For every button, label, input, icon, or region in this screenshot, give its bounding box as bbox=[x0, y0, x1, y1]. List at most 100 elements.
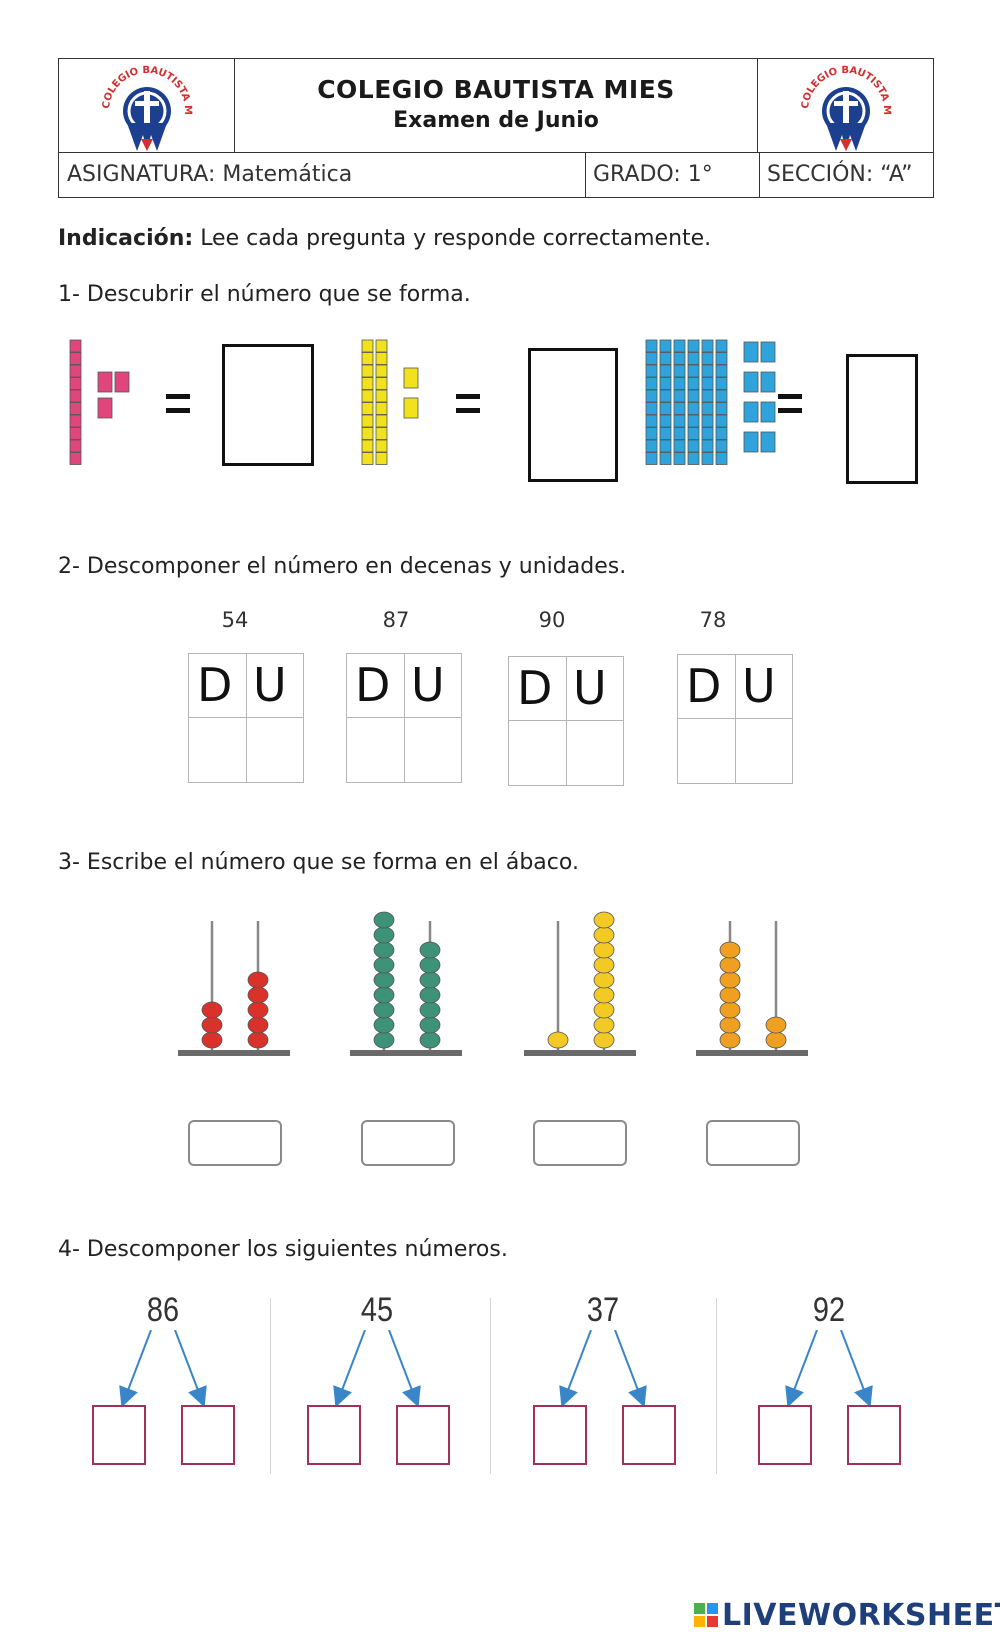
unit-cube bbox=[743, 401, 759, 423]
liveworksheets-brand: LIVEWORKSHEETS bbox=[722, 1598, 1000, 1633]
abacus-answer-box-4[interactable] bbox=[706, 1120, 800, 1166]
abacus-bead bbox=[719, 971, 741, 989]
abacus-bead bbox=[593, 1016, 615, 1034]
liveworksheets-logo-icon bbox=[694, 1603, 718, 1627]
abacus-bead bbox=[593, 1001, 615, 1019]
unit-cube bbox=[760, 341, 776, 363]
abacus bbox=[178, 921, 290, 1056]
arrow-left bbox=[119, 1330, 152, 1408]
abacus-bead bbox=[247, 1016, 269, 1034]
abacus bbox=[524, 911, 636, 1056]
abacus-bead bbox=[419, 971, 441, 989]
decompose-number-1: 86 bbox=[146, 1291, 180, 1329]
tens-answer-box-4[interactable] bbox=[758, 1405, 812, 1465]
units-answer-box-4[interactable] bbox=[847, 1405, 901, 1465]
question-2-prompt: 2- Descomponer el número en decenas y un… bbox=[58, 554, 627, 579]
column-divider bbox=[490, 1298, 491, 1474]
arrow-left bbox=[785, 1330, 818, 1408]
exam-name: Examen de Junio bbox=[393, 108, 599, 133]
ten-rod bbox=[715, 339, 728, 465]
unit-cube bbox=[743, 371, 759, 393]
arrow-left bbox=[559, 1330, 592, 1408]
abacus-bead bbox=[247, 986, 269, 1004]
section-label: SECCIÓN: “A” bbox=[767, 162, 913, 187]
abacus-bead bbox=[373, 1016, 395, 1034]
unit-cube bbox=[760, 401, 776, 423]
abacus-answer-box-1[interactable] bbox=[188, 1120, 282, 1166]
tens-answer-box-1[interactable] bbox=[92, 1405, 146, 1465]
abacus-bead bbox=[719, 1001, 741, 1019]
unit-cube bbox=[97, 397, 113, 419]
tens-answer-box-3[interactable] bbox=[533, 1405, 587, 1465]
du-number-2: 87 bbox=[382, 608, 410, 632]
school-logo-right: COLEGIO BAUTISTA MIES bbox=[757, 59, 933, 153]
units-answer-box-2[interactable] bbox=[396, 1405, 450, 1465]
equals-sign bbox=[166, 394, 190, 413]
decompose-number-2: 45 bbox=[360, 1291, 394, 1329]
abacus-bead bbox=[247, 971, 269, 989]
abacus-bead bbox=[419, 1016, 441, 1034]
abacus-bead bbox=[419, 956, 441, 974]
unit-cube bbox=[403, 367, 419, 389]
abacus-bead bbox=[593, 971, 615, 989]
abacus-bead bbox=[247, 1001, 269, 1019]
abacus-bead bbox=[719, 941, 741, 959]
instruction: Indicación: Lee cada pregunta y responde… bbox=[58, 226, 711, 251]
abacus-bead bbox=[201, 1031, 223, 1049]
d-label: D bbox=[197, 658, 233, 712]
unit-cube bbox=[403, 397, 419, 419]
u-label: U bbox=[742, 659, 776, 713]
units-answer-box-1[interactable] bbox=[181, 1405, 235, 1465]
abacus-bead bbox=[593, 1031, 615, 1049]
header-info-row: ASIGNATURA: Matemática GRADO: 1° SECCIÓN… bbox=[59, 153, 933, 197]
tens-answer-box-2[interactable] bbox=[307, 1405, 361, 1465]
subject-label: ASIGNATURA: Matemática bbox=[67, 162, 353, 187]
header-top-row: COLEGIO BAUTISTA MIES COLEGIO BAUTISTA M… bbox=[59, 59, 933, 153]
answer-box-3[interactable] bbox=[846, 354, 918, 484]
du-number-1: 54 bbox=[221, 608, 249, 632]
arrow-left bbox=[333, 1330, 366, 1408]
abacus-bead bbox=[547, 1031, 569, 1049]
ten-rod bbox=[673, 339, 686, 465]
abacus-answer-box-3[interactable] bbox=[533, 1120, 627, 1166]
u-label: U bbox=[573, 661, 607, 715]
school-logo-icon: COLEGIO BAUTISTA MIES bbox=[796, 61, 892, 151]
abacus-bead bbox=[719, 1031, 741, 1049]
abacus bbox=[350, 911, 462, 1056]
abacus-answer-box-2[interactable] bbox=[361, 1120, 455, 1166]
abacus-bead bbox=[719, 986, 741, 1004]
answer-box-1[interactable] bbox=[222, 344, 314, 466]
abacus-bead bbox=[593, 941, 615, 959]
decompose-number-3: 37 bbox=[586, 1291, 620, 1329]
question-3-prompt: 3- Escribe el número que se forma en el … bbox=[58, 850, 579, 875]
ten-rod bbox=[375, 339, 388, 465]
abacus-bead bbox=[593, 911, 615, 929]
column-divider bbox=[270, 1298, 271, 1474]
ten-rod bbox=[659, 339, 672, 465]
abacus-bead bbox=[373, 926, 395, 944]
unit-cube bbox=[97, 371, 113, 393]
question-4-prompt: 4- Descomponer los siguientes números. bbox=[58, 1237, 508, 1262]
abacus-bead bbox=[201, 1016, 223, 1034]
base-ten-blocks-figure bbox=[69, 339, 802, 465]
unit-cube bbox=[743, 341, 759, 363]
arrow-right bbox=[840, 1330, 873, 1408]
answer-box-2[interactable] bbox=[528, 348, 618, 482]
du-table-3: D U bbox=[508, 656, 624, 786]
du-number-3: 90 bbox=[538, 608, 566, 632]
abacus-bead bbox=[719, 1016, 741, 1034]
units-answer-box-3[interactable] bbox=[622, 1405, 676, 1465]
abacus-bead bbox=[373, 911, 395, 929]
u-label: U bbox=[253, 658, 287, 712]
decompose-number-4: 92 bbox=[812, 1291, 846, 1329]
du-table-2: D U bbox=[346, 653, 462, 783]
equals-sign bbox=[778, 394, 802, 413]
abacus-figure bbox=[178, 911, 808, 1056]
abacus-bead bbox=[719, 956, 741, 974]
du-table-4: D U bbox=[677, 654, 793, 784]
abacus-bead bbox=[373, 956, 395, 974]
abacus-bead bbox=[373, 1001, 395, 1019]
d-label: D bbox=[355, 658, 391, 712]
abacus-bead bbox=[373, 971, 395, 989]
ten-rod bbox=[701, 339, 714, 465]
